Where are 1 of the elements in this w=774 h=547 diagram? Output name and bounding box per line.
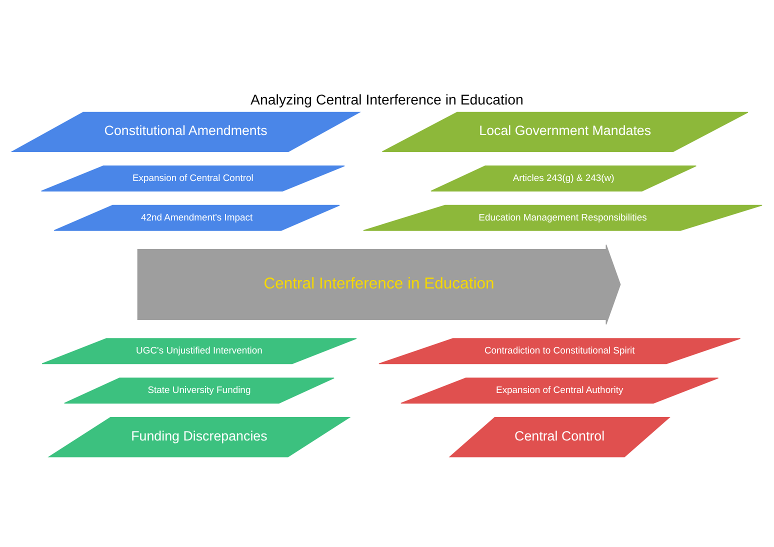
diagram-title: Analyzing Central Interference in Education — [250, 92, 524, 109]
